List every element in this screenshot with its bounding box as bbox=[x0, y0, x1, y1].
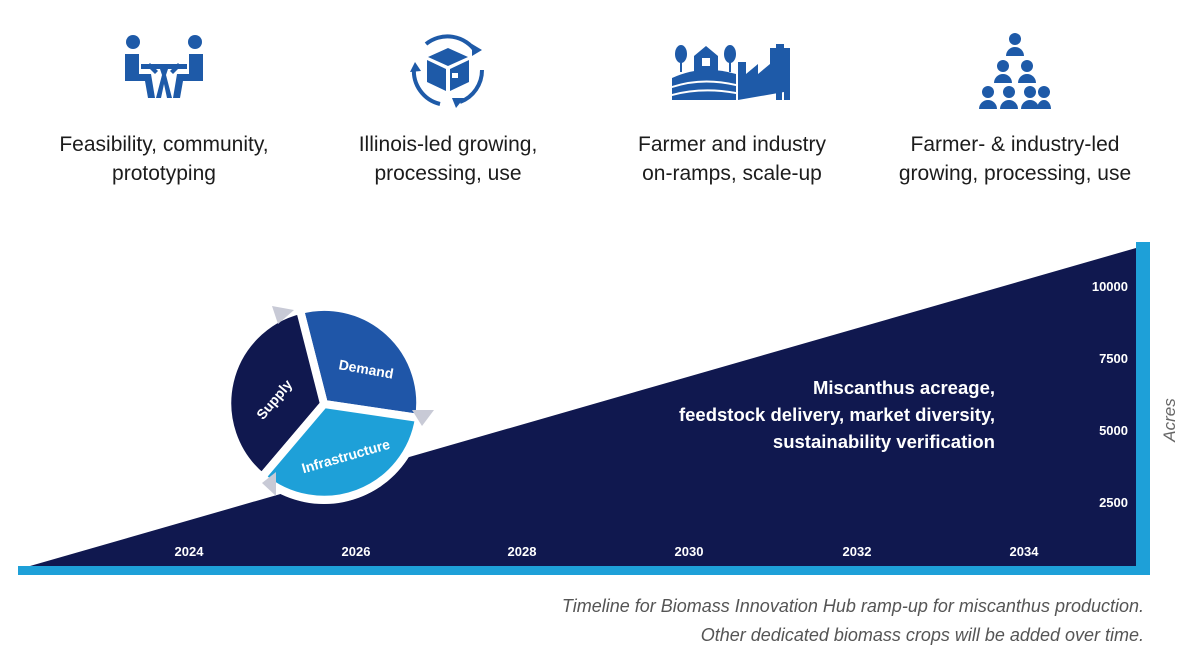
phase-label: Farmer- & industry-led growing, processi… bbox=[898, 133, 1132, 185]
year-label: 2032 bbox=[843, 544, 872, 559]
ramp-right-edge bbox=[1136, 242, 1150, 575]
people-network-icon bbox=[979, 33, 1051, 109]
year-label: 2024 bbox=[175, 544, 205, 559]
year-label: 2034 bbox=[1010, 544, 1040, 559]
ramp-diagram: 2024 2026 2028 2030 2032 2034 10000 7500… bbox=[18, 242, 1150, 575]
box-cycle-icon bbox=[410, 34, 485, 108]
acres-axis-label: Acres bbox=[1160, 398, 1179, 442]
caption: Timeline for Biomass Innovation Hub ramp… bbox=[562, 592, 1144, 650]
phase-farmer-industry-led: Farmer- & industry-led growing, processi… bbox=[875, 25, 1155, 188]
ramp-base-bar bbox=[18, 566, 1150, 575]
year-label: 2030 bbox=[675, 544, 704, 559]
acre-tick-label: 10000 bbox=[1092, 279, 1128, 294]
acre-tick-label: 7500 bbox=[1099, 351, 1128, 366]
cycle-arrow-icon bbox=[272, 306, 294, 324]
phase-label: Feasibility, community, prototyping bbox=[59, 133, 269, 185]
infrastructure-segment bbox=[258, 400, 423, 504]
phase-label: Illinois-led growing, processing, use bbox=[358, 133, 538, 185]
caption-line: Other dedicated biomass crops will be ad… bbox=[700, 625, 1144, 645]
ramp-description-line: Miscanthus acreage, bbox=[813, 377, 995, 398]
ramp-description-line: feedstock delivery, market diversity, bbox=[679, 404, 995, 425]
phase-illinois-led: Illinois-led growing, processing, use bbox=[308, 25, 588, 188]
demand-segment bbox=[296, 302, 425, 422]
year-label: 2026 bbox=[342, 544, 371, 559]
cycle-arrow-icon bbox=[412, 410, 434, 426]
caption-line: Timeline for Biomass Innovation Hub ramp… bbox=[561, 596, 1144, 616]
cycle-wheel: Demand Supply Infrastructure bbox=[223, 302, 434, 504]
phase-label: Farmer and industry on-ramps, scale-up bbox=[638, 133, 826, 185]
cycle-arrow-icon bbox=[262, 472, 276, 496]
farm-factory-icon bbox=[672, 44, 790, 100]
phase-feasibility: Feasibility, community, prototyping bbox=[24, 25, 304, 188]
ramp-description-line: sustainability verification bbox=[773, 431, 995, 452]
people-meeting-icon bbox=[125, 35, 203, 98]
phase-scale-up: Farmer and industry on-ramps, scale-up bbox=[592, 25, 872, 188]
acre-tick-label: 2500 bbox=[1099, 495, 1128, 510]
acre-tick-label: 5000 bbox=[1099, 423, 1128, 438]
year-label: 2028 bbox=[508, 544, 537, 559]
